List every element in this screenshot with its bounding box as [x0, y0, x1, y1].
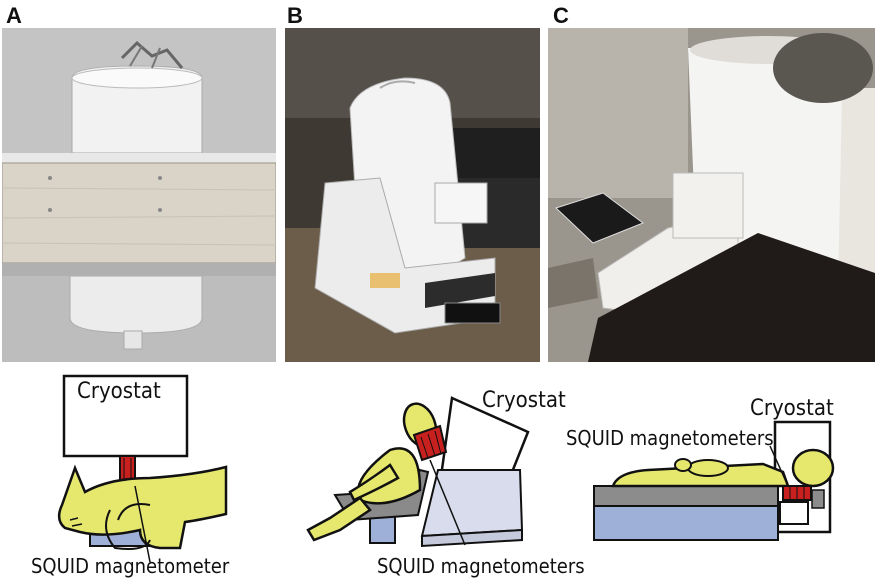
squid-sensor: [412, 424, 448, 462]
diagram-c-sensor-label: SQUID magnetometers: [566, 426, 774, 450]
diagram-c-cryostat-label: Cryostat: [750, 396, 834, 421]
chair-base: [369, 514, 396, 544]
panel-label-b: B: [287, 3, 303, 28]
diagram-b-seated: [290, 370, 550, 583]
photo-b-seated-system: [285, 28, 540, 362]
platform: [420, 469, 524, 538]
panel-label-a: A: [6, 3, 22, 28]
subject-head: [791, 448, 835, 488]
bed: [593, 505, 779, 541]
diagram-b-sensor-label: SQUID magnetometers: [377, 554, 585, 578]
photo-c-supine-system: [548, 28, 875, 362]
table-top: [593, 485, 779, 507]
subject-arm: [348, 463, 400, 502]
diagram-c-supine: [588, 400, 878, 583]
rodent-body: [57, 464, 228, 550]
photo-a-rodent-system: [2, 28, 276, 362]
subject-leg: [306, 496, 372, 542]
cryostat-box: [62, 374, 189, 458]
diagram-b-cryostat-label: Cryostat: [482, 388, 566, 413]
diagram-a-sensor-label: SQUID magnetometer: [31, 554, 230, 578]
diagram-a-rodent: [0, 370, 280, 583]
panel-label-c: C: [553, 3, 569, 28]
diagram-a-cryostat-label: Cryostat: [77, 379, 161, 404]
